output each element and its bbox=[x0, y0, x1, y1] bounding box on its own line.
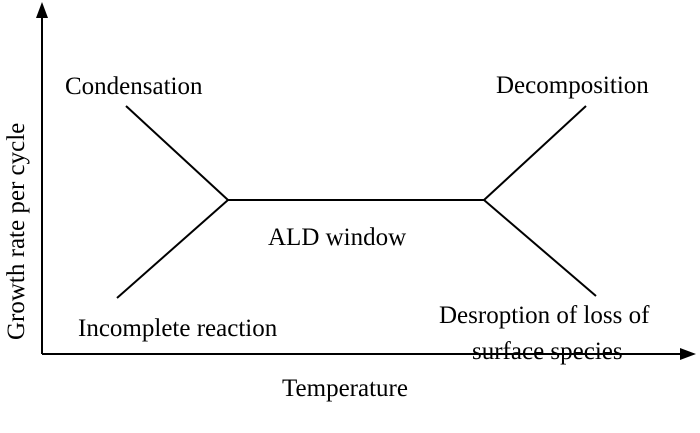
condensation-line bbox=[125, 105, 229, 201]
decomposition-line bbox=[483, 105, 587, 201]
condensation-label: Condensation bbox=[65, 73, 203, 100]
y-axis-arrow-icon bbox=[36, 2, 48, 18]
ald-window-label: ALD window bbox=[268, 224, 406, 251]
decomposition-label: Decomposition bbox=[496, 72, 649, 99]
incomplete-reaction-label: Incomplete reaction bbox=[78, 315, 278, 342]
y-axis-label: Growth rate per cycle bbox=[3, 123, 30, 340]
desorption-line bbox=[483, 199, 597, 297]
x-axis-label: Temperature bbox=[282, 375, 408, 402]
incomplete-reaction-line bbox=[116, 199, 229, 299]
desorption-label-line2: surface species bbox=[472, 338, 623, 365]
x-axis-arrow-icon bbox=[680, 348, 696, 360]
desorption-label-line1: Desroption of loss of bbox=[439, 302, 650, 329]
